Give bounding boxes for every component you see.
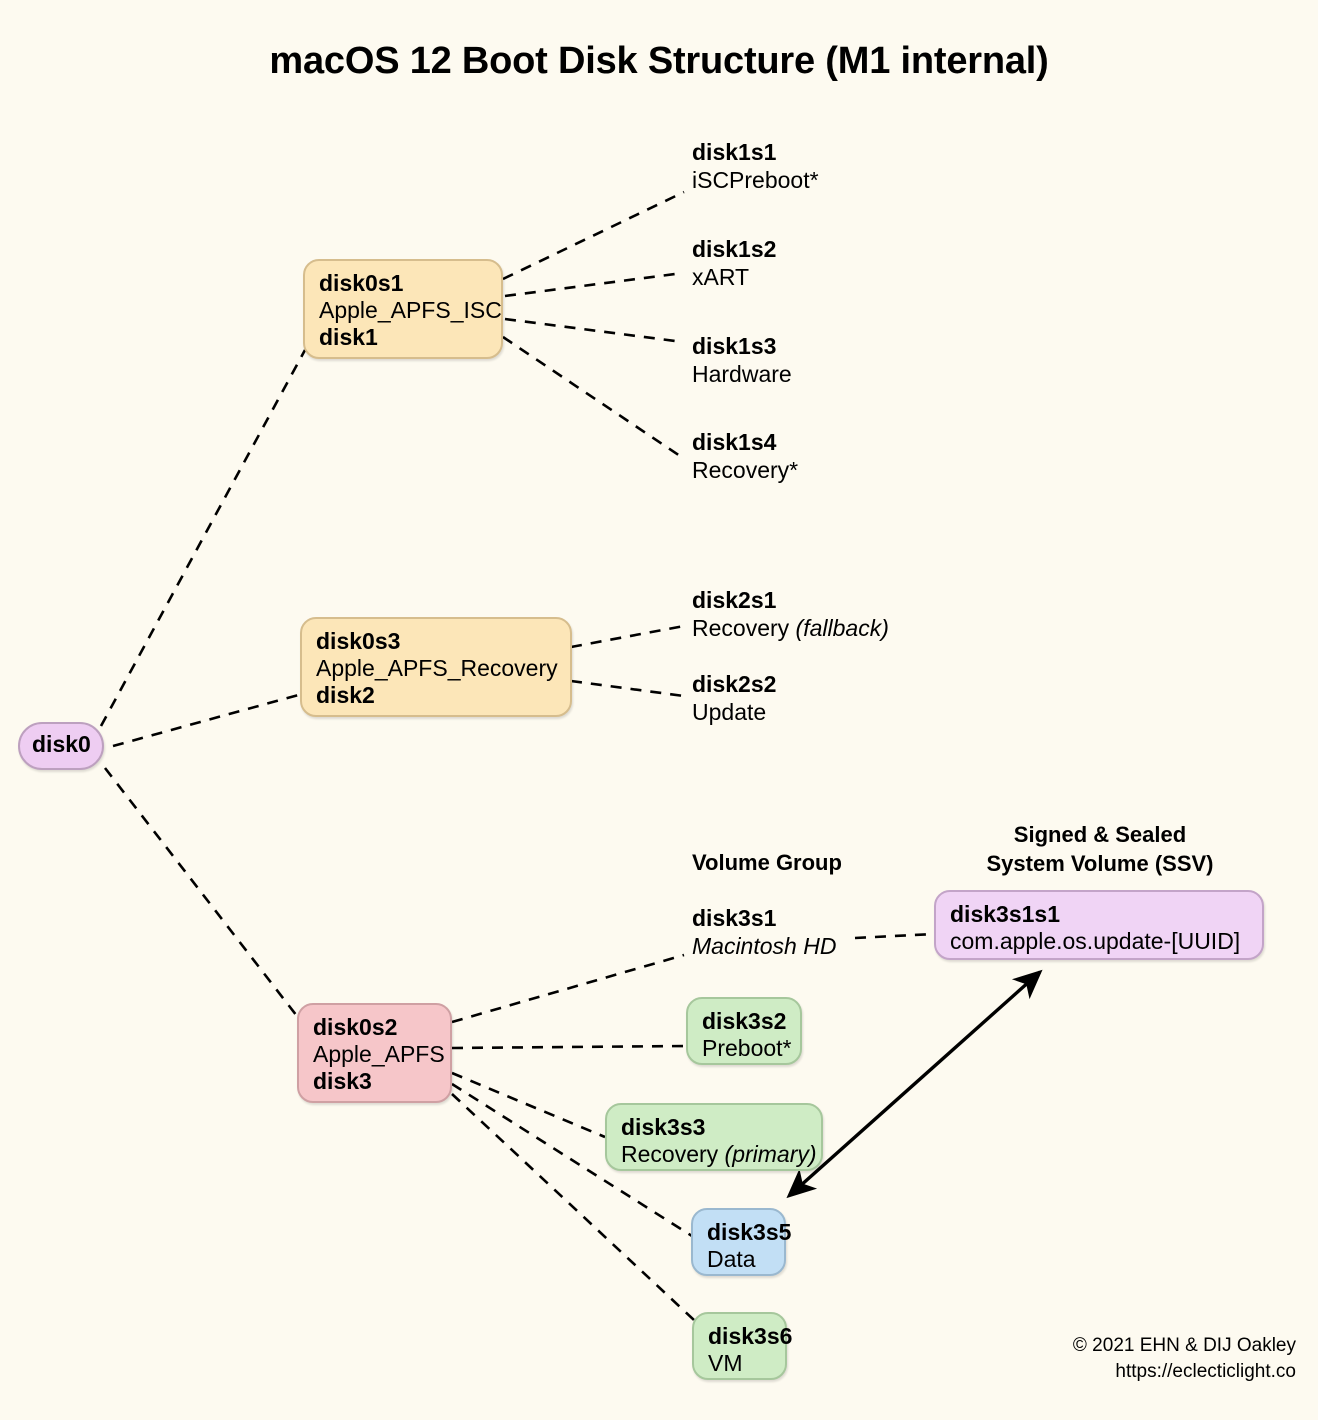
page-title: macOS 12 Boot Disk Structure (M1 interna… xyxy=(269,40,1049,82)
node-disk0s1-id: disk0s1 xyxy=(319,270,404,296)
label-disk2s1-name-qualifier: (fallback) xyxy=(795,614,889,641)
node-disk3s5-name: Data xyxy=(707,1246,756,1273)
link-disk3s3 xyxy=(451,1071,606,1139)
label-disk1s2: disk1s2 xART xyxy=(692,236,776,291)
label-disk1s1-id: disk1s1 xyxy=(692,139,777,165)
node-disk3s1s1-name: com.apple.os.update-[UUID] xyxy=(950,928,1241,955)
node-disk0s1-device: disk1 xyxy=(319,324,378,351)
header-ssv: Signed & Sealed System Volume (SSV) xyxy=(980,821,1220,878)
label-disk2s1: disk2s1 Recovery (fallback) xyxy=(692,587,889,642)
label-disk1s2-name: xART xyxy=(692,263,750,290)
label-disk1s4: disk1s4 Recovery* xyxy=(692,429,798,484)
node-disk3s6-id: disk3s6 xyxy=(708,1323,793,1349)
node-disk3s1s1-id: disk3s1s1 xyxy=(950,901,1060,927)
label-disk1s3-name: Hardware xyxy=(692,360,792,387)
label-disk2s1-name: Recovery (fallback) xyxy=(692,615,889,643)
node-disk3s2-name: Preboot* xyxy=(702,1035,792,1062)
node-disk0-id: disk0 xyxy=(32,731,91,757)
node-disk3s2-id: disk3s2 xyxy=(702,1008,787,1034)
node-disk0s2-device: disk3 xyxy=(313,1068,372,1095)
link-disk1s3 xyxy=(504,317,684,344)
link-disk2s1 xyxy=(570,624,685,649)
link-disk0-disk0s3 xyxy=(112,692,303,748)
label-disk2s1-id: disk2s1 xyxy=(692,587,777,613)
node-disk3s3-name: Recovery (primary) xyxy=(621,1141,817,1168)
label-disk3s1-name: Macintosh HD xyxy=(692,932,837,959)
node-disk0[interactable]: disk0 xyxy=(18,722,104,770)
node-disk3s1s1[interactable]: disk3s1s1 com.apple.os.update-[UUID] xyxy=(934,890,1264,960)
label-disk1s4-id: disk1s4 xyxy=(692,429,777,455)
header-ssv-line2: System Volume (SSV) xyxy=(986,850,1214,876)
link-disk0-disk0s2 xyxy=(103,767,302,1021)
label-disk2s2: disk2s2 Update xyxy=(692,671,776,726)
node-disk3s5-id: disk3s5 xyxy=(707,1219,792,1245)
label-disk2s2-id: disk2s2 xyxy=(692,671,777,697)
node-disk0s3-device: disk2 xyxy=(316,682,375,709)
node-disk0s1[interactable]: disk0s1 Apple_APFS_ISC disk1 xyxy=(303,259,503,359)
label-disk3s1-id: disk3s1 xyxy=(692,905,777,931)
node-disk3s3-id: disk3s3 xyxy=(621,1114,706,1140)
node-disk0s2-id: disk0s2 xyxy=(313,1014,398,1040)
header-ssv-line1: Signed & Sealed xyxy=(1013,822,1187,847)
link-disk3s1-ssv xyxy=(854,932,935,940)
label-disk3s1: disk3s1 Macintosh HD xyxy=(692,905,836,960)
link-disk1s4 xyxy=(502,335,684,460)
node-disk3s3[interactable]: disk3s3 Recovery (primary) xyxy=(605,1103,823,1171)
link-disk3s2 xyxy=(451,1044,687,1050)
node-disk0s2-type: Apple_APFS xyxy=(313,1041,445,1068)
node-disk0s2[interactable]: disk0s2 Apple_APFS disk3 xyxy=(297,1003,452,1103)
label-disk2s1-name-text: Recovery xyxy=(692,614,796,641)
node-disk0s1-type: Apple_APFS_ISC xyxy=(319,297,502,324)
node-disk3s5[interactable]: disk3s5 Data xyxy=(691,1208,792,1276)
label-disk1s2-id: disk1s2 xyxy=(692,236,777,262)
node-disk3s3-name-text: Recovery xyxy=(621,1141,725,1168)
label-disk1s3-id: disk1s3 xyxy=(692,333,777,359)
credit-copyright: © 2021 EHN & DIJ Oakley xyxy=(1072,1335,1296,1356)
node-disk3s6-name: VM xyxy=(708,1350,743,1377)
header-volume-group: Volume Group xyxy=(692,850,842,875)
credit-block: © 2021 EHN & DIJ Oakley https://eclectic… xyxy=(1073,1333,1296,1384)
node-disk3s6[interactable]: disk3s6 VM xyxy=(692,1312,793,1380)
credit-url: https://eclecticlight.co xyxy=(1115,1360,1296,1382)
link-disk0-disk0s1 xyxy=(99,349,307,727)
node-disk0s3[interactable]: disk0s3 Apple_APFS_Recovery disk2 xyxy=(300,617,572,717)
link-disk2s2 xyxy=(570,679,685,698)
label-disk1s3: disk1s3 Hardware xyxy=(692,333,792,388)
label-disk2s2-name: Update xyxy=(692,698,767,725)
node-disk3s2[interactable]: disk3s2 Preboot* xyxy=(686,997,802,1065)
link-disk1s1 xyxy=(502,190,685,281)
node-disk0s3-id: disk0s3 xyxy=(316,628,401,654)
link-disk1s2 xyxy=(504,271,684,298)
node-disk3s3-name-qualifier: (primary) xyxy=(724,1141,817,1168)
label-disk1s4-name: Recovery* xyxy=(692,456,799,483)
link-disk3s1 xyxy=(451,953,685,1024)
ssv-data-pair-arrow xyxy=(786,969,1043,1199)
label-disk1s1-name: iSCPreboot* xyxy=(692,166,819,193)
label-disk1s1: disk1s1 iSCPreboot* xyxy=(692,139,819,194)
node-disk0s3-type: Apple_APFS_Recovery xyxy=(316,655,558,682)
